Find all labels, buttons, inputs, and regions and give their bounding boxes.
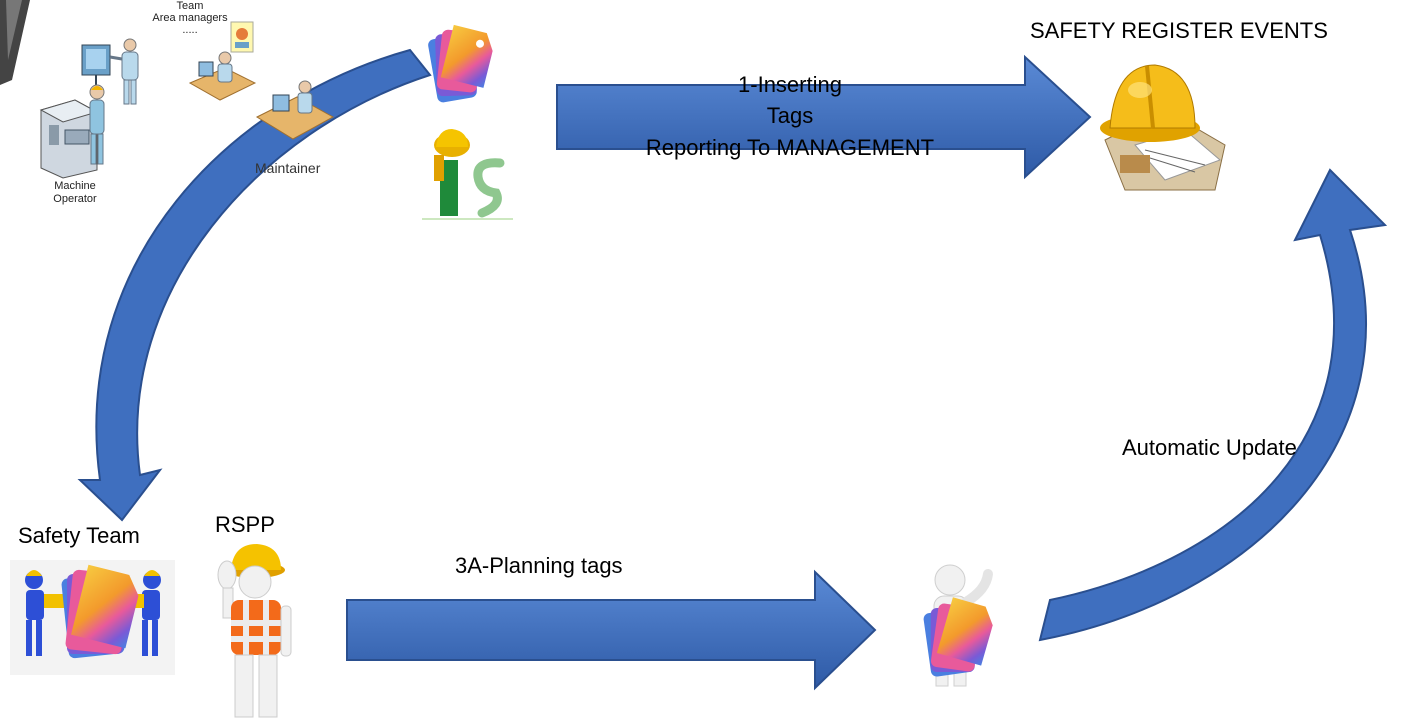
safety-register-helmet-icon <box>1100 64 1226 191</box>
machine-operator-label-line2: Operator <box>53 193 97 205</box>
top-arrow-line1: 1-Inserting <box>738 72 842 97</box>
maintainer-desk-icon <box>255 80 335 140</box>
is-logo-icon <box>420 125 515 223</box>
machine-operator-icon <box>39 84 105 179</box>
tag-icon-top <box>428 24 493 103</box>
team-label: Team <box>176 0 204 12</box>
safety-register-title: SAFETY REGISTER EVENTS <box>1030 18 1328 43</box>
automatic-update-label: Automatic Update <box>1122 435 1297 460</box>
rspp-worker-icon <box>217 544 292 718</box>
area-manager-desk-icon <box>188 21 257 101</box>
top-arrow <box>556 54 1092 180</box>
person-with-tag-icon <box>923 564 993 687</box>
presenter-person-icon <box>81 38 139 105</box>
safety-team-label: Safety Team <box>18 523 140 548</box>
top-arrow-line3: Reporting To MANAGEMENT <box>645 135 935 160</box>
top-arrow-line2: Tags <box>766 103 814 128</box>
rspp-label: RSPP <box>215 512 275 537</box>
bottom-arrow <box>346 569 877 691</box>
maintainer-label: Maintainer <box>255 160 321 176</box>
area-managers-label: Area managers <box>152 12 228 24</box>
machine-operator-label-line1: Machine <box>54 180 96 192</box>
corner-decoration <box>0 0 30 85</box>
safety-team-icon <box>10 560 175 675</box>
ellipsis-label: ..... <box>182 24 198 36</box>
bottom-arrow-label: 3A-Planning tags <box>455 553 623 578</box>
